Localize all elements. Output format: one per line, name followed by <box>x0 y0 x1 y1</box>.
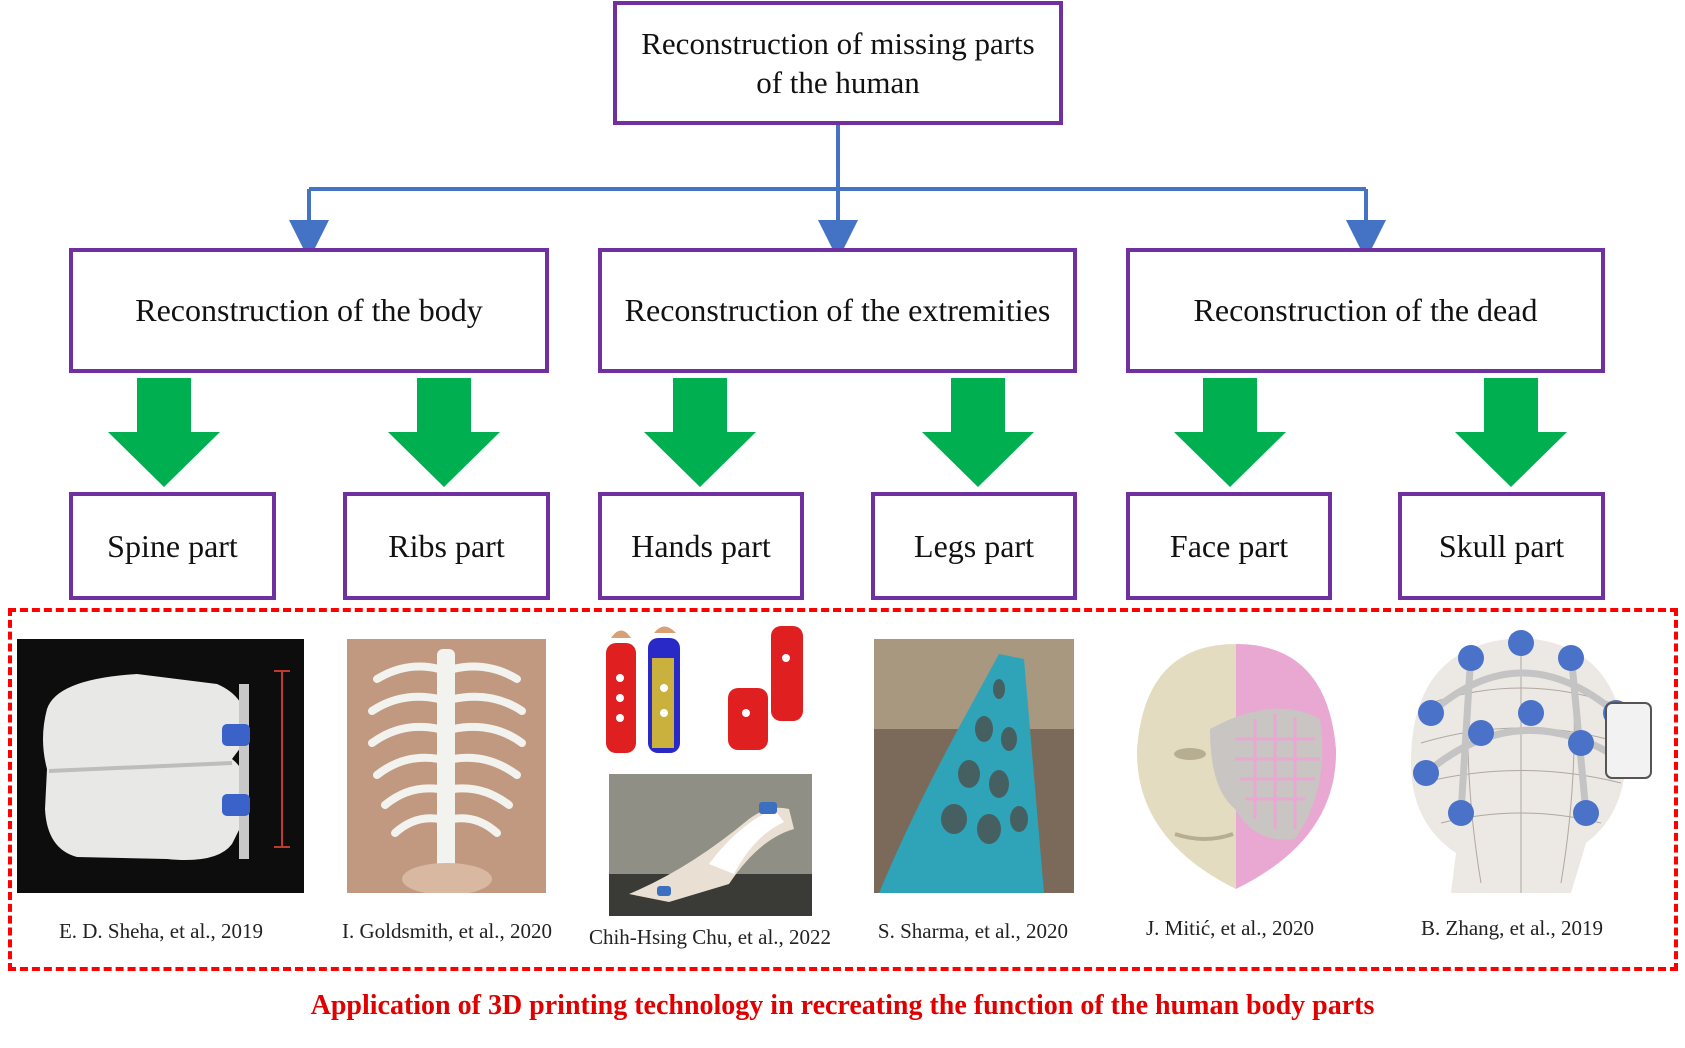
arrow-spine <box>108 378 220 487</box>
hand-brace-image <box>609 774 812 916</box>
part-spine: Spine part <box>69 492 276 600</box>
skull-headset-image <box>1371 613 1663 893</box>
part-legs: Legs part <box>871 492 1077 600</box>
part-label: Face part <box>1169 527 1289 564</box>
root-node: Reconstruction of missing parts of the h… <box>613 1 1063 125</box>
face-prosthesis-image <box>1115 639 1358 893</box>
citation-spine: E. D. Sheha, et al., 2019 <box>58 919 264 943</box>
part-label: Skull part <box>1438 527 1565 564</box>
category-dead: Reconstruction of the dead <box>1126 248 1605 373</box>
application-panel <box>8 608 1678 971</box>
citation-skull: B. Zhang, et al., 2019 <box>1421 916 1603 940</box>
hand-orthosis-image <box>596 618 816 765</box>
part-label: Spine part <box>107 527 238 564</box>
figure-caption: Application of 3D printing technology in… <box>310 990 1375 1021</box>
category-label: Reconstruction of the dead <box>1193 292 1538 328</box>
part-face: Face part <box>1126 492 1332 600</box>
category-body: Reconstruction of the body <box>69 248 549 373</box>
arrow-hands <box>644 378 756 487</box>
arrow-face <box>1174 378 1286 487</box>
ribs-implant-image <box>347 639 546 893</box>
category-extremities: Reconstruction of the extremities <box>598 248 1077 373</box>
part-label: Ribs part <box>388 527 505 564</box>
arrow-legs <box>922 378 1034 487</box>
part-skull: Skull part <box>1398 492 1605 600</box>
part-hands: Hands part <box>598 492 804 600</box>
citation-ribs: I. Goldsmith, et al., 2020 <box>342 919 552 943</box>
arrow-ribs <box>388 378 500 487</box>
citation-hands: Chih-Hsing Chu, et al., 2022 <box>588 925 832 949</box>
citation-legs: S. Sharma, et al., 2020 <box>877 919 1069 943</box>
root-label-line1: Reconstruction of missing parts <box>641 26 1035 61</box>
root-label-line2: of the human <box>756 65 920 100</box>
part-label: Legs part <box>914 527 1034 564</box>
arrow-skull <box>1455 378 1567 487</box>
tree-connectors <box>289 125 1386 260</box>
leg-cast-image <box>874 639 1074 893</box>
green-arrows <box>108 378 1567 487</box>
category-label: Reconstruction of the body <box>135 292 483 328</box>
part-label: Hands part <box>631 527 771 564</box>
spine-implant-image <box>17 639 304 893</box>
category-label: Reconstruction of the extremities <box>624 292 1051 328</box>
part-ribs: Ribs part <box>343 492 550 600</box>
citation-face: J. Mitić, et al., 2020 <box>1146 916 1314 940</box>
